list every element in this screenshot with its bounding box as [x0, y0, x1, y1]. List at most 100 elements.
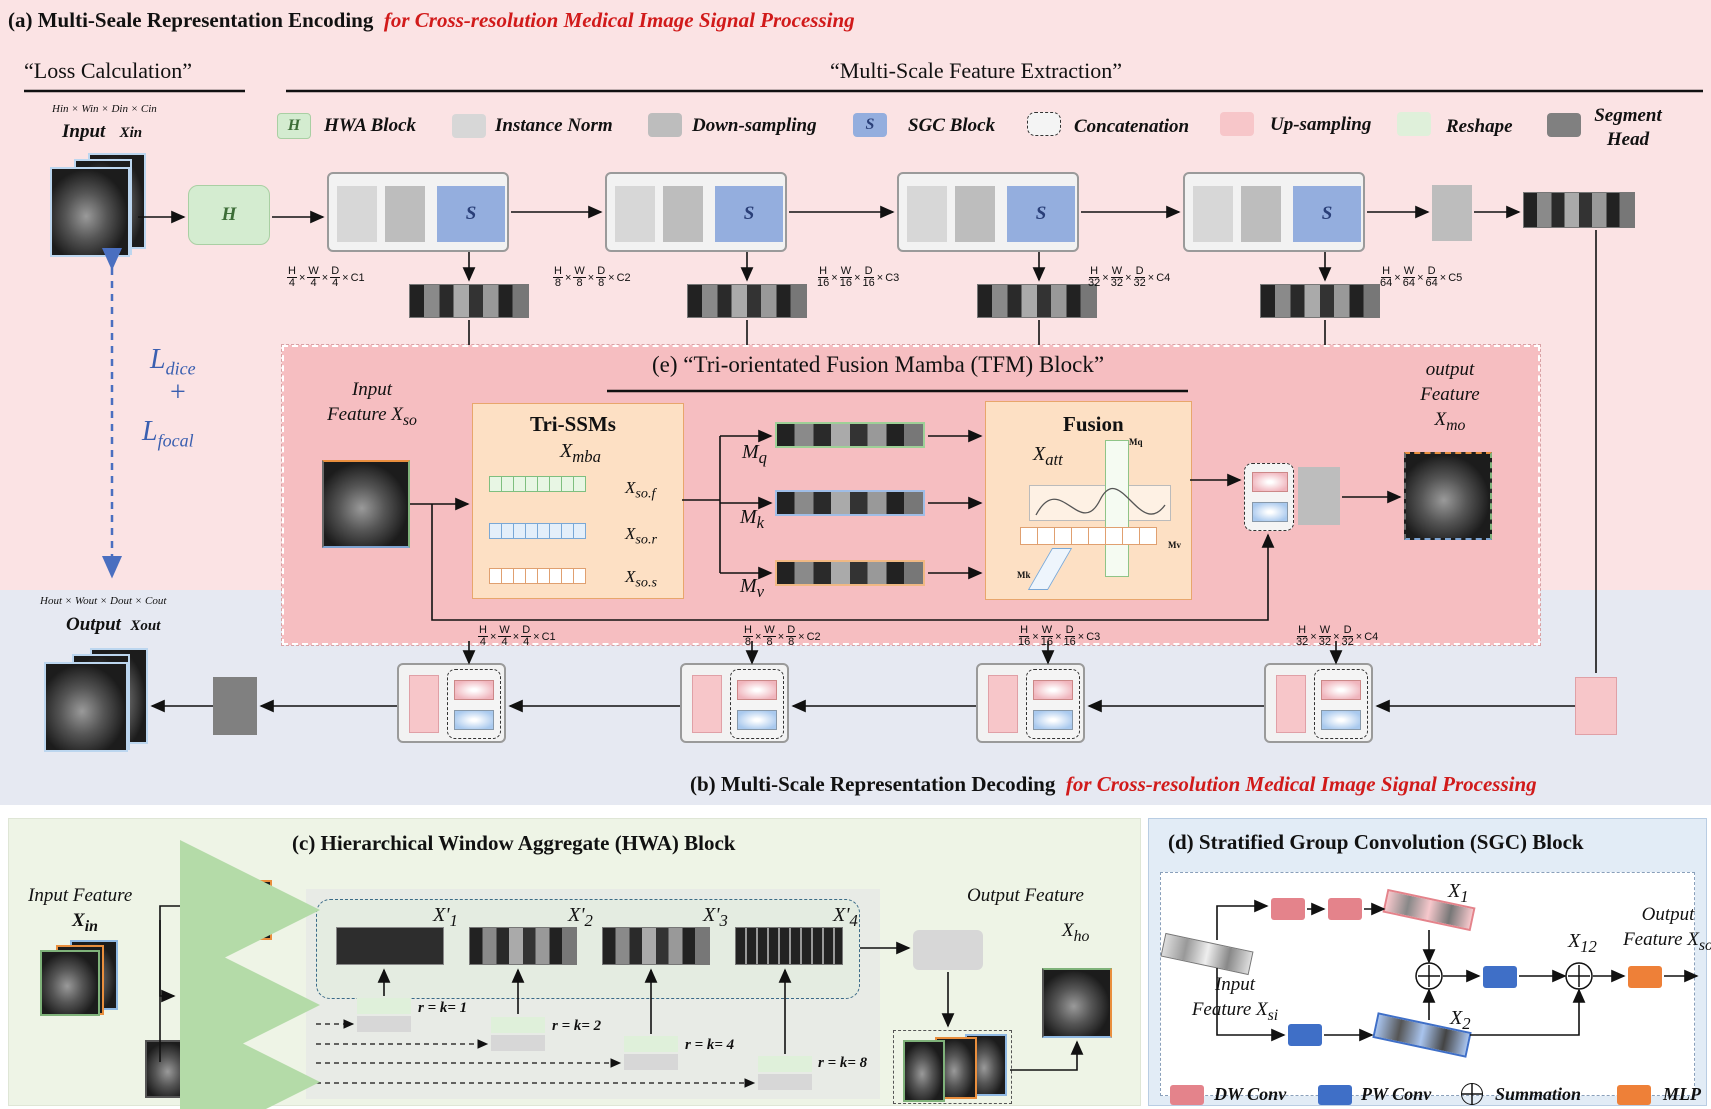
window-1-label: X'1: [433, 904, 458, 930]
legend-pwconv-swatch: [1318, 1085, 1352, 1105]
legend-down-swatch: [648, 113, 682, 137]
axis-mk-label: Mk: [1017, 570, 1031, 580]
tfm-input-cube: [322, 460, 410, 548]
rk-1: r = k= 1: [418, 1000, 468, 1016]
x12-label: X12: [1568, 930, 1597, 956]
reshape-2: [491, 1017, 545, 1033]
fusion-title: Fusion: [1063, 412, 1124, 436]
legend-up-swatch: [1220, 112, 1254, 136]
hwa-input-label-1: Input Feature: [28, 885, 133, 906]
down-sampling-3: [955, 186, 995, 242]
tfm-concat-top: [1252, 472, 1288, 492]
concat-2: [730, 669, 784, 739]
concat-2-top: [737, 680, 777, 700]
x1-label: X1: [1448, 880, 1469, 906]
fusion-mq-column: [1105, 440, 1129, 577]
reshape-1: [357, 998, 411, 1014]
window-4: [735, 927, 843, 965]
decoder-stage-4: [1264, 663, 1373, 743]
concat-3-top: [1033, 680, 1073, 700]
sgc-block-1: S: [437, 186, 505, 242]
hwa-output-label-2: Xho: [1062, 920, 1090, 945]
sgc-block-4: S: [1293, 186, 1361, 242]
legend-hwa-swatch: H: [277, 113, 311, 139]
down-sampling-1: [385, 186, 425, 242]
tfm-title: (e) “Tri-orientated Fusion Mamba (TFM) B…: [652, 352, 1105, 377]
encoding-title: (a) Multi-Seale Representation Encoding …: [8, 8, 855, 32]
encoding-subtitle: for Cross-resolution Medical Image Signa…: [383, 8, 855, 32]
pw-conv-1: [1288, 1024, 1322, 1046]
concat-3: [1026, 669, 1080, 739]
legend-seghead-swatch: [1547, 113, 1581, 137]
decoding-subtitle: for Cross-resolution Medical Image Signa…: [1065, 772, 1537, 796]
concat-2-bottom: [737, 710, 777, 730]
instance-norm-3: [907, 186, 947, 242]
up-sampling-3: [988, 675, 1018, 733]
segment-head: [213, 677, 257, 735]
loss-plus: +: [170, 377, 186, 408]
xsor-cells: [489, 523, 586, 539]
down-sampling-5: [1432, 185, 1472, 241]
legend-concat-label: Concatenation: [1074, 116, 1190, 137]
feature-extraction-header: “Multi-Scale Feature Extraction”: [830, 58, 1122, 83]
rk-2: r = k= 2: [552, 1018, 602, 1034]
xatt-label: Xatt: [1033, 443, 1063, 469]
concat-3-bottom: [1033, 710, 1073, 730]
encoder-stage-1: S: [327, 172, 509, 252]
input-dims: Hin × Win × Din × Cin: [52, 103, 157, 115]
x2-label: X2: [1450, 1007, 1471, 1033]
sgc-block-3: S: [1007, 186, 1075, 242]
hwa-title: (c) Hierarchical Window Aggregate (HWA) …: [292, 831, 736, 855]
xsos-label: Xso.s: [625, 567, 658, 591]
dw-conv-1: [1271, 898, 1305, 920]
loss-dice: Ldice: [150, 344, 196, 379]
window-3-label: X'3: [703, 904, 728, 930]
input-label: Input Xin: [62, 121, 143, 142]
window-2-label: X'2: [568, 904, 593, 930]
decoder-stage-2: [680, 663, 789, 743]
rk-3: r = k= 4: [685, 1037, 735, 1053]
hwa-fuse-block: [913, 930, 983, 970]
legend-pwconv-label: PW Conv: [1361, 1084, 1432, 1104]
encoder-feature-1: [409, 284, 529, 318]
encoder-stage-3: S: [897, 172, 1079, 252]
rk-4: r = k= 8: [818, 1055, 868, 1071]
up-sampling-2: [692, 675, 722, 733]
concat-4-top: [1321, 680, 1361, 700]
legend-instance-norm-swatch: [452, 114, 486, 138]
window-1: [336, 927, 444, 965]
concat-4-bottom: [1321, 710, 1361, 730]
down-sampling-2: [663, 186, 703, 242]
legend-mlp-swatch: [1617, 1085, 1651, 1105]
down-sampling-4: [1241, 186, 1281, 242]
legend-reshape-swatch: [1397, 112, 1431, 136]
encoder-stage-4: S: [1183, 172, 1365, 252]
legend-reshape-label: Reshape: [1446, 116, 1513, 137]
legend-hwa-label: HWA Block: [324, 115, 417, 136]
mv-feature: [775, 560, 925, 586]
output-label: Output Xout: [66, 614, 161, 635]
window-2: [469, 927, 577, 965]
encoder-stage-2: S: [605, 172, 787, 252]
decoder-stage-3: [976, 663, 1085, 743]
up-sampling-5: [1575, 677, 1617, 735]
mlp-block: [1628, 966, 1662, 988]
hwa-block: H: [188, 185, 270, 245]
tri-ssms-title: Tri-SSMs: [530, 412, 616, 436]
input-symbol: Xin: [119, 125, 143, 141]
xsos-cells: [489, 568, 586, 584]
hwa-concat-group: [893, 1030, 1012, 1104]
mq-label: Mq: [742, 441, 767, 467]
decoder-stage-1: [397, 663, 506, 743]
axis-mq-label: Mq: [1129, 437, 1143, 447]
reshape-4: [758, 1056, 812, 1072]
instance-norm-1: [337, 186, 377, 242]
tri-ssms-box: [472, 403, 684, 599]
